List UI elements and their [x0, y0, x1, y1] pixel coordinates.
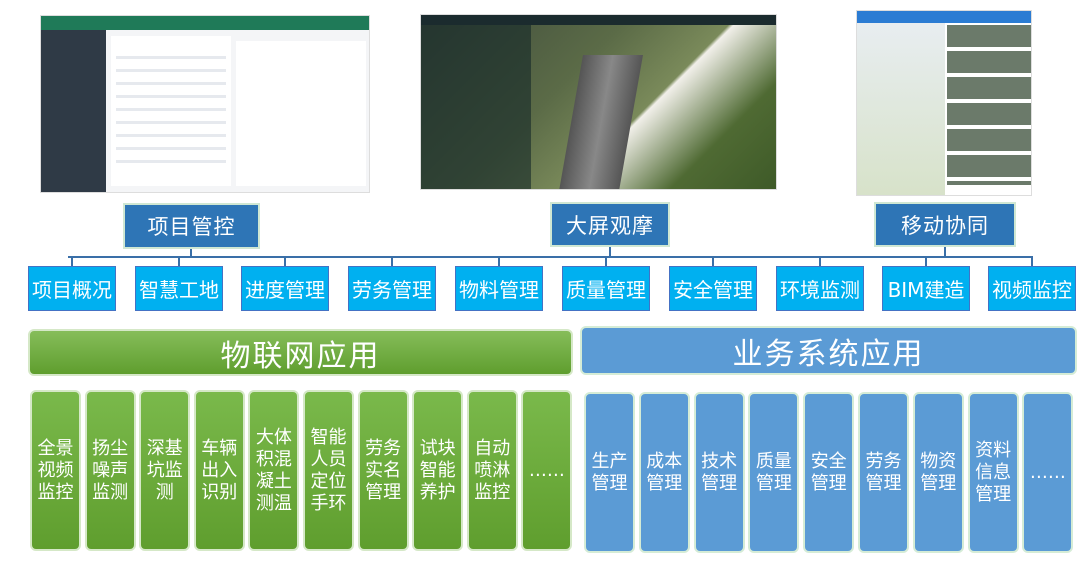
connector-line: [190, 249, 192, 257]
big-screen-label: 大屏观摩: [550, 202, 670, 247]
iot-item: 自动喷淋监控: [466, 390, 518, 551]
mobile-collab-label: 移动协同: [874, 202, 1016, 247]
iot-applications-header: 物联网应用: [28, 329, 573, 376]
business-systems-header: 业务系统应用: [580, 326, 1077, 375]
business-item: 劳务管理: [858, 392, 909, 553]
business-item: 生产管理: [584, 392, 635, 553]
module-box: 质量管理: [562, 266, 650, 311]
module-box: 智慧工地: [135, 266, 223, 311]
iot-item: 试块智能养护: [412, 390, 464, 551]
iot-item: 车辆出入识别: [193, 390, 245, 551]
connector-line: [944, 247, 946, 257]
connector-line: [819, 257, 821, 266]
module-box: 劳务管理: [348, 266, 436, 311]
connector-line: [605, 257, 607, 266]
connector-line: [712, 257, 714, 266]
module-box: 物料管理: [455, 266, 543, 311]
iot-item: 劳务实名管理: [357, 390, 409, 551]
module-box: 视频监控: [988, 266, 1076, 311]
project-control-screenshot: [40, 15, 370, 193]
connector-line: [391, 257, 393, 266]
business-item: 技术管理: [693, 392, 745, 553]
business-item: 成本管理: [638, 392, 690, 553]
business-item: 安全管理: [803, 392, 855, 553]
iot-item: 智能人员定位手环: [303, 390, 354, 551]
connector-line: [498, 257, 500, 266]
iot-item: 大体积混凝土测温: [248, 390, 300, 551]
connector-line: [71, 257, 73, 266]
iot-item: 深基坑监测: [139, 390, 191, 551]
connector-line: [1031, 257, 1033, 266]
iot-item: 全景视频监控: [30, 390, 81, 551]
connector-line: [178, 257, 180, 266]
connector-line: [284, 257, 286, 266]
module-box: 安全管理: [669, 266, 757, 311]
module-box: 项目概况: [28, 266, 116, 311]
module-box: 环境监测: [776, 266, 864, 311]
iot-item: 扬尘噪声监测: [84, 390, 136, 551]
module-box: 进度管理: [241, 266, 329, 311]
business-item: 资料信息管理: [967, 392, 1019, 553]
business-item: ……: [1022, 392, 1074, 553]
iot-item: ……: [521, 390, 573, 551]
big-screen-screenshot: [420, 14, 777, 190]
module-box: BIM建造: [882, 266, 970, 311]
connector-line: [68, 256, 1033, 258]
project-control-label: 项目管控: [123, 203, 260, 249]
connector-line: [925, 257, 927, 266]
business-item: 物资管理: [912, 392, 964, 553]
business-item: 质量管理: [748, 392, 800, 553]
mobile-screenshot: [856, 10, 1032, 196]
connector-line: [609, 247, 611, 257]
